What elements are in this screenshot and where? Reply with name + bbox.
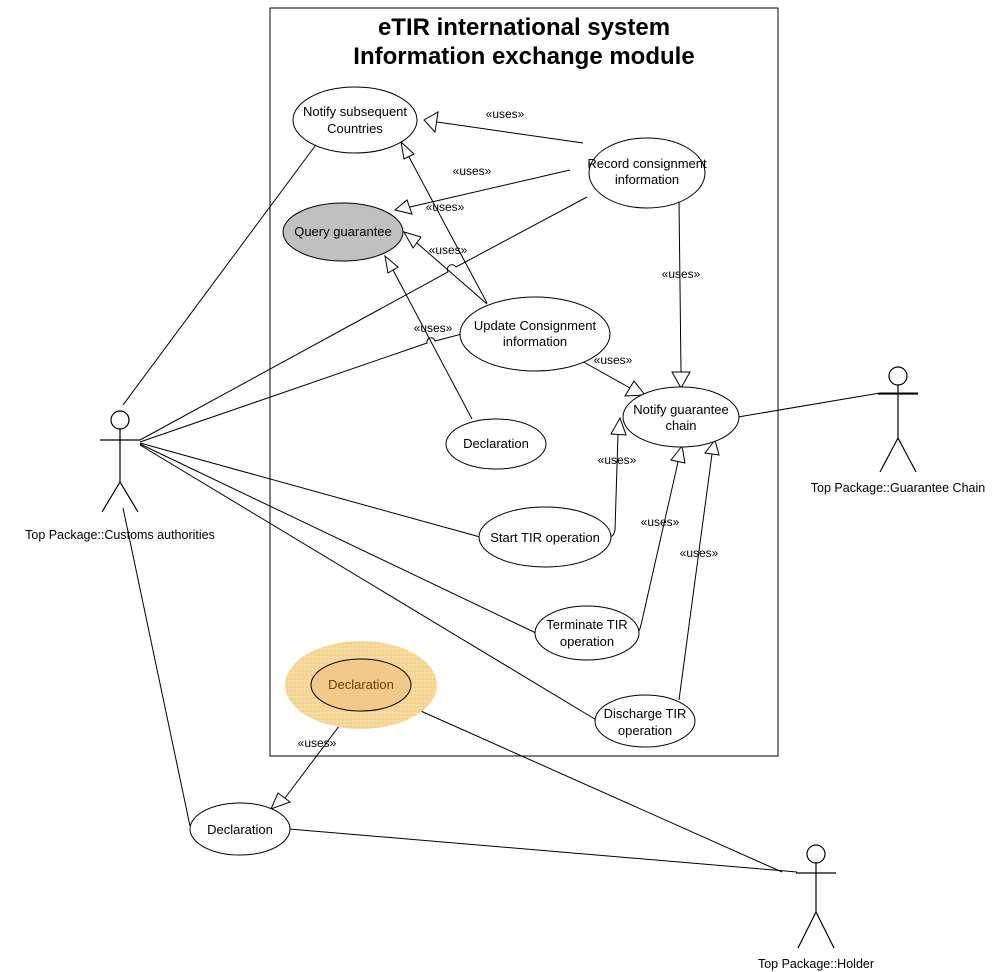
update-consignment-line1: Update Consignment bbox=[474, 318, 597, 333]
uses-label-2: «uses» bbox=[453, 164, 492, 178]
guarantee-chain-stick-figure-icon bbox=[878, 366, 918, 473]
use-case-terminate-tir: Terminate TIR operation bbox=[534, 605, 640, 661]
holder-stick-figure-icon bbox=[796, 844, 836, 949]
use-case-declaration-highlight: Declaration bbox=[285, 641, 437, 729]
start-tir-label: Start TIR operation bbox=[490, 530, 600, 545]
declaration-highlight-label: Declaration bbox=[328, 677, 394, 692]
notify-guarantee-chain-line2: chain bbox=[665, 418, 696, 433]
system-title-line2: Information exchange module bbox=[353, 43, 694, 70]
notify-countries-line1: Notify subsequent bbox=[303, 104, 407, 119]
record-consignment-line1: Record consignment bbox=[587, 156, 707, 171]
associations bbox=[122, 141, 918, 873]
uses-update-to-query bbox=[416, 242, 488, 305]
discharge-tir-line2: operation bbox=[618, 723, 672, 738]
use-case-declaration-outer: Declaration bbox=[189, 802, 291, 856]
notify-countries-line2: Countries bbox=[327, 121, 383, 136]
use-case-update-consignment: Update Consignment information bbox=[459, 296, 611, 372]
assoc-holder-declaration-highlight bbox=[395, 699, 783, 873]
notify-guarantee-chain-line1: Notify guarantee bbox=[633, 402, 728, 417]
query-guarantee-label: Query guarantee bbox=[294, 224, 392, 239]
terminate-tir-line2: operation bbox=[560, 634, 614, 649]
uses-label-4: «uses» bbox=[429, 243, 468, 257]
assoc-customs-record-consignment bbox=[139, 196, 588, 441]
uses-discharge-to-notify-chain bbox=[678, 453, 713, 701]
use-case-discharge-tir: Discharge TIR operation bbox=[594, 694, 696, 748]
uses-declaration-to-query bbox=[392, 269, 473, 420]
use-case-start-tir: Start TIR operation bbox=[478, 506, 612, 568]
use-case-record-consignment: Record consignment information bbox=[587, 137, 707, 209]
uses-label-10: «uses» bbox=[680, 546, 719, 560]
holder-label: Top Package::Holder bbox=[758, 957, 874, 971]
use-case-declaration-inner: Declaration bbox=[445, 418, 547, 470]
declaration-outer-label: Declaration bbox=[207, 822, 273, 837]
uses-arrowhead-5 bbox=[384, 254, 399, 274]
declaration-inner-label: Declaration bbox=[463, 436, 529, 451]
uses-label-11: «uses» bbox=[298, 736, 337, 750]
uses-relations bbox=[270, 111, 720, 810]
system-title-line1: eTIR international system bbox=[378, 14, 670, 41]
actor-guarantee-chain: Top Package::Guarantee Chain bbox=[811, 366, 985, 495]
assoc-holder-declaration-outer bbox=[288, 828, 798, 873]
actor-holder: Top Package::Holder bbox=[758, 844, 874, 971]
uses-arrowhead-2 bbox=[400, 140, 415, 160]
uses-record-to-notify-chain bbox=[678, 199, 682, 373]
uses-arrowhead-7 bbox=[624, 380, 646, 397]
uses-arrowhead-10 bbox=[704, 438, 720, 456]
uses-label-1: «uses» bbox=[486, 107, 525, 121]
assoc-customs-discharge-tir bbox=[139, 444, 599, 722]
uses-arrowhead-3 bbox=[393, 199, 413, 215]
uses-arrowhead-9 bbox=[670, 444, 686, 464]
use-case-notify-countries: Notify subsequent Countries bbox=[292, 86, 418, 154]
use-case-query-guarantee: Query guarantee bbox=[282, 202, 404, 262]
uses-labels: «uses» «uses» «uses» «uses» «uses» «uses… bbox=[298, 107, 719, 750]
query-guarantee-ellipse bbox=[282, 202, 404, 262]
uses-arrowhead-11 bbox=[270, 792, 292, 810]
uses-arrowhead-4 bbox=[402, 231, 422, 249]
discharge-tir-line1: Discharge TIR bbox=[604, 706, 687, 721]
update-consignment-line2: information bbox=[503, 334, 567, 349]
declaration-highlight-ellipse bbox=[310, 658, 412, 712]
uses-label-3: «uses» bbox=[426, 200, 465, 214]
uses-arrowhead-6 bbox=[671, 371, 691, 390]
uses-arrowhead-1 bbox=[423, 111, 439, 134]
customs-label: Top Package::Customs authorities bbox=[25, 528, 215, 542]
assoc-customs-start-tir bbox=[139, 442, 481, 538]
guarantee-chain-label: Top Package::Guarantee Chain bbox=[811, 481, 985, 495]
use-case-notify-guarantee-chain: Notify guarantee chain bbox=[622, 386, 740, 448]
uses-update-to-notify-chain bbox=[579, 359, 631, 389]
uses-record-to-notify-countries bbox=[436, 121, 584, 144]
uses-record-to-query bbox=[409, 169, 571, 208]
uses-label-8: «uses» bbox=[598, 453, 637, 467]
actor-customs: Top Package::Customs authorities bbox=[25, 410, 215, 542]
record-consignment-line2: information bbox=[615, 172, 679, 187]
terminate-tir-line1: Terminate TIR bbox=[546, 617, 627, 632]
uses-label-6: «uses» bbox=[414, 321, 453, 335]
uses-label-7: «uses» bbox=[594, 353, 633, 367]
assoc-customs-declaration-outer bbox=[122, 507, 191, 827]
uses-arrowhead-8 bbox=[610, 416, 627, 436]
assoc-customs-terminate-tir bbox=[139, 443, 539, 635]
assoc-guarantee-chain-notify bbox=[737, 392, 881, 418]
uses-update-to-notify-countries bbox=[408, 156, 488, 304]
uses-label-9: «uses» bbox=[641, 515, 680, 529]
assoc-customs-notify-countries bbox=[122, 141, 319, 406]
customs-stick-figure-icon bbox=[100, 410, 140, 513]
uses-label-5: «uses» bbox=[662, 267, 701, 281]
assoc-customs-update-consignment bbox=[139, 333, 463, 443]
